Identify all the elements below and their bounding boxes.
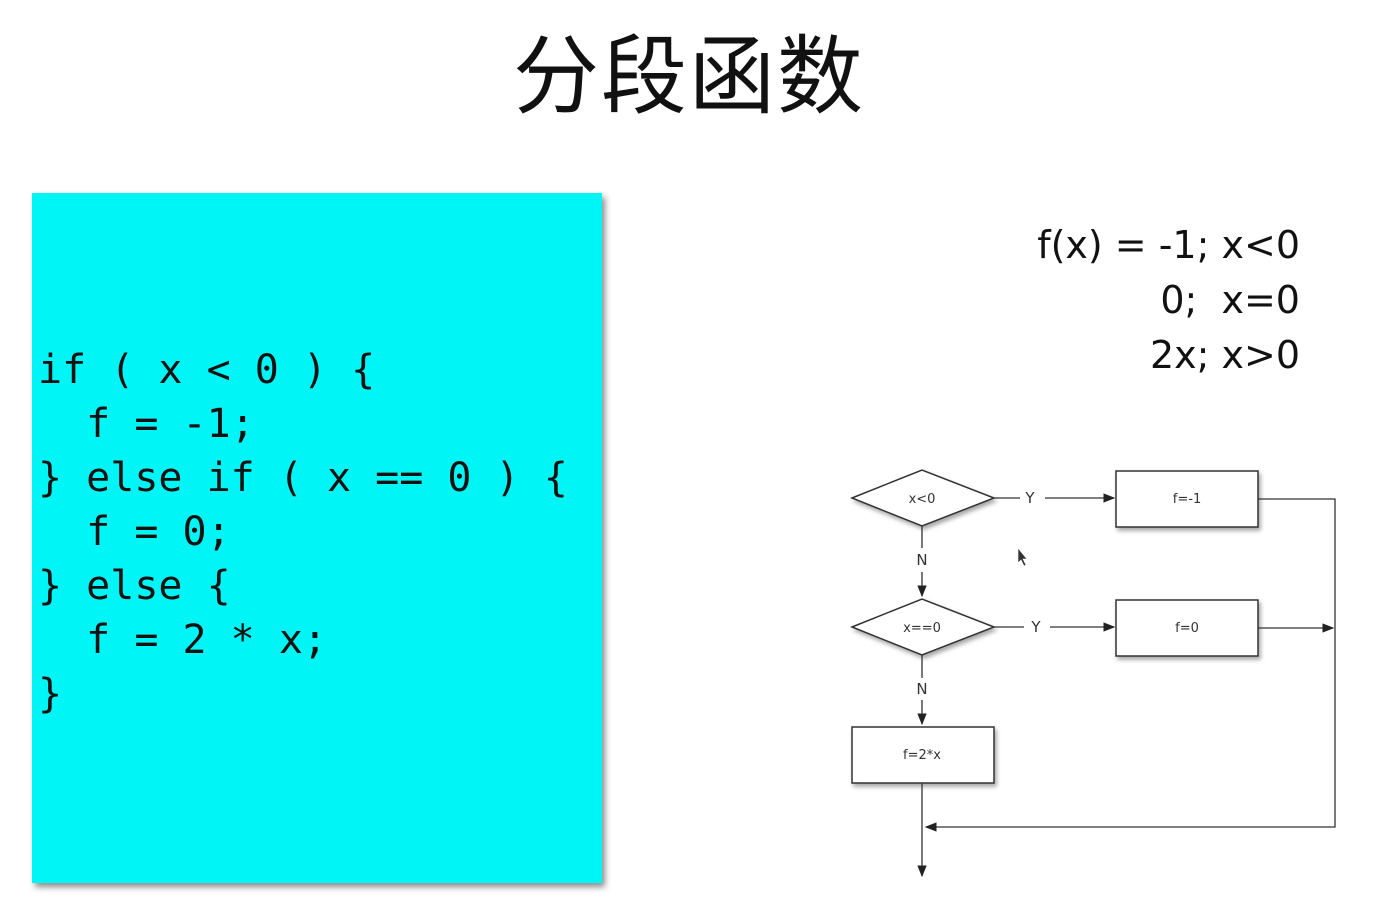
code-block: if ( x < 0 ) { f = -1; } else if ( x == 0… [38, 343, 568, 721]
code-line: f = -1; [38, 401, 255, 447]
code-line: } [38, 671, 63, 717]
process-box-3 [851, 726, 995, 784]
process-label-2: f=0 [1175, 621, 1199, 636]
piecewise-formula: f(x) = -1; x<0 0; x=0 2x; x>0 [1000, 218, 1300, 383]
code-line: } else { [38, 563, 231, 609]
code-line: f = 0; [38, 509, 231, 555]
formula-line: 2x; x>0 [1149, 333, 1300, 377]
no-label-1: N [916, 551, 927, 569]
decision-label-2: x==0 [903, 621, 941, 636]
formula-line: 0; x=0 [1160, 278, 1300, 322]
process-label-1: f=-1 [1173, 492, 1201, 507]
no-label-2: N [916, 680, 927, 698]
process-label-3: f=2*x [903, 748, 941, 763]
yes-label-2: Y [1030, 618, 1041, 636]
process-box-1 [1115, 470, 1259, 528]
code-line: if ( x < 0 ) { [38, 347, 376, 393]
formula-line: f(x) = -1; x<0 [1037, 223, 1300, 267]
decision-label-1: x<0 [909, 492, 936, 507]
yes-label-1: Y [1024, 489, 1035, 507]
connector-merge-1 [1258, 498, 1336, 828]
slide-title: 分段函数 [513, 27, 865, 127]
mouse-cursor-icon [1017, 547, 1028, 567]
code-line: f = 2 * x; [38, 617, 327, 663]
code-panel: if ( x < 0 ) { f = -1; } else if ( x == 0… [32, 193, 602, 883]
code-line: } else if ( x == 0 ) { [38, 455, 568, 501]
